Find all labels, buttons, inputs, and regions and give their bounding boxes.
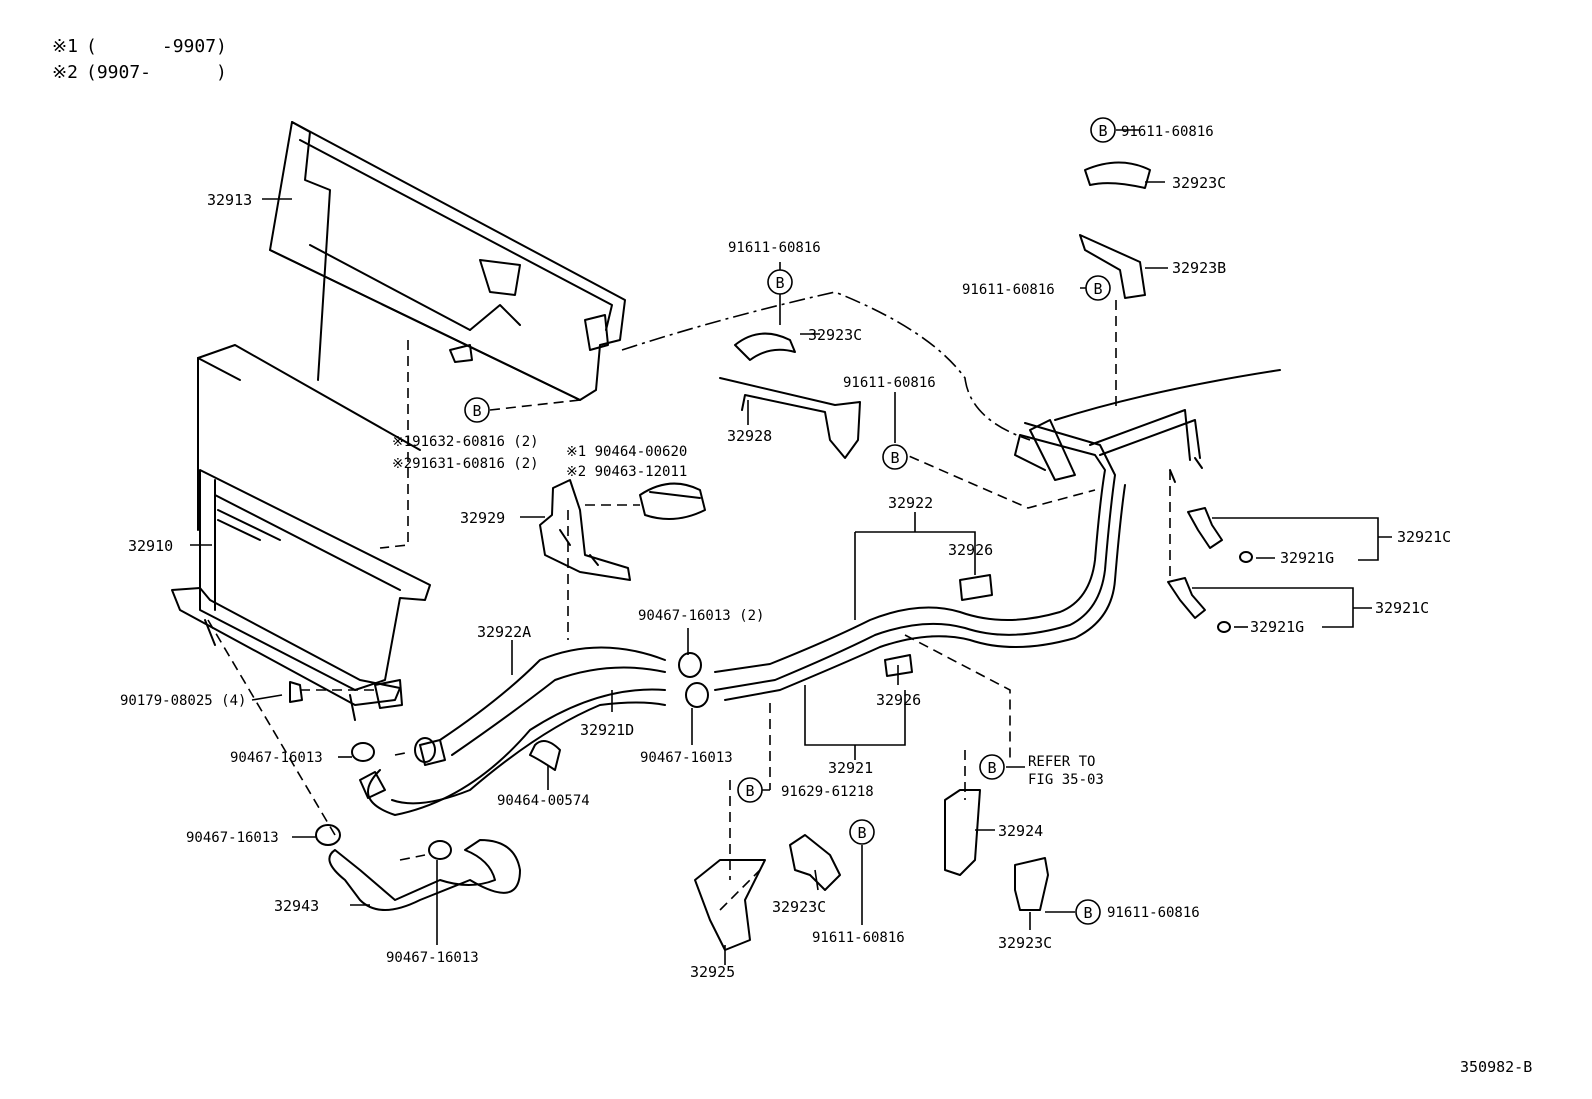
label-32921G-a: 32921G: [1280, 549, 1334, 567]
label-91629-61218: 91629-61218: [781, 784, 874, 800]
label-90464-00620: ※1 90464-00620: [566, 444, 687, 460]
upper-panel-drawing: [269, 121, 626, 401]
b-callout: B: [737, 777, 763, 803]
b-callout: B: [1090, 117, 1116, 143]
svg-text:B: B: [857, 824, 866, 842]
label-32943: 32943: [274, 897, 319, 915]
b-callout: B: [979, 754, 1005, 780]
svg-text:B: B: [890, 449, 899, 467]
label-32923C-br: 32923C: [998, 934, 1052, 952]
label-91611-60816-tr2: 91611-60816: [962, 282, 1055, 298]
label-91611-60816-tr: 91611-60816: [1121, 124, 1214, 140]
note1-range: ( -9907): [86, 36, 227, 57]
label-90467-16013-bottom: 90467-16013: [386, 950, 479, 966]
svg-text:B: B: [1098, 122, 1107, 140]
label-91611-60816-top: 91611-60816: [728, 240, 821, 256]
label-32921: 32921: [828, 759, 873, 777]
b-callout: B: [1085, 275, 1111, 301]
oil-cooler-drawing: [171, 344, 431, 721]
label-32923B: 32923B: [1172, 259, 1226, 277]
label-91611-60816-bottom: 91611-60816: [812, 930, 905, 946]
label-91632: ※191632-60816 (2): [392, 434, 539, 450]
b-callout: B: [882, 444, 908, 470]
label-90467-16013-lower: 90467-16013: [186, 830, 279, 846]
fittings-drawing: [1167, 507, 1253, 633]
label-32926-a: 32926: [948, 541, 993, 559]
diagram-code: 350982-B: [1460, 1058, 1532, 1076]
svg-text:B: B: [472, 402, 481, 420]
refer-fig: FIG 35-03: [1028, 772, 1104, 788]
svg-text:B: B: [987, 759, 996, 777]
svg-text:B: B: [1093, 280, 1102, 298]
leader-lines: [190, 129, 1392, 965]
band-clamp-drawing: [639, 482, 706, 520]
b-callout: B: [1075, 899, 1101, 925]
label-90467-16013-top: 90467-16013 (2): [638, 608, 764, 624]
b-callout: B: [767, 269, 793, 295]
svg-text:B: B: [1083, 904, 1092, 922]
label-32910: 32910: [128, 537, 173, 555]
svg-text:B: B: [775, 274, 784, 292]
bracket-32929-drawing: [539, 479, 631, 581]
note1-mark: ※1: [52, 36, 78, 57]
label-32924: 32924: [998, 822, 1043, 840]
label-91631: ※291631-60816 (2): [392, 456, 539, 472]
label-32926-b: 32926: [876, 691, 921, 709]
label-32925: 32925: [690, 963, 735, 981]
label-32923C-top: 32923C: [808, 326, 862, 344]
label-32921C-a: 32921C: [1397, 528, 1451, 546]
label-32921D: 32921D: [580, 721, 634, 739]
label-32922A: 32922A: [477, 623, 531, 641]
label-91611-60816-br: 91611-60816: [1107, 905, 1200, 921]
b-callout: B: [849, 819, 875, 845]
label-90467-16013-left: 90467-16013: [230, 750, 323, 766]
label-32923C-tr: 32923C: [1172, 174, 1226, 192]
label-32929: 32929: [460, 509, 505, 527]
label-90463-12011: ※2 90463-12011: [566, 464, 687, 480]
label-32922: 32922: [888, 494, 933, 512]
note2-range: (9907- ): [86, 62, 227, 83]
label-90467-16013-mid: 90467-16013: [640, 750, 733, 766]
note2-mark: ※2: [52, 62, 78, 83]
pipes-drawing: [714, 369, 1281, 701]
legend: ※1 ( -9907) ※2 (9907- ): [52, 36, 227, 83]
b-callouts: B B B B B B B B B: [464, 117, 1116, 925]
hoses-drawing: [328, 646, 666, 911]
small-brackets-drawing: [694, 161, 1151, 951]
part-labels: 32913 32910 ※191632-60816 (2) ※291631-60…: [120, 124, 1451, 981]
label-32921C-b: 32921C: [1375, 599, 1429, 617]
label-32921G-b: 32921G: [1250, 618, 1304, 636]
label-32923C-bottom: 32923C: [772, 898, 826, 916]
hose-clamps-drawing: [289, 652, 709, 860]
label-32913: 32913: [207, 191, 252, 209]
label-90464-00574: 90464-00574: [497, 793, 590, 809]
label-90179-08025: 90179-08025 (4): [120, 693, 246, 709]
b-callout: B: [464, 397, 490, 423]
svg-text:B: B: [745, 782, 754, 800]
label-91611-60816-mid: 91611-60816: [843, 375, 936, 391]
refer-to: REFER TO: [1028, 754, 1095, 770]
reference-lines: [207, 291, 1171, 911]
label-32928: 32928: [727, 427, 772, 445]
